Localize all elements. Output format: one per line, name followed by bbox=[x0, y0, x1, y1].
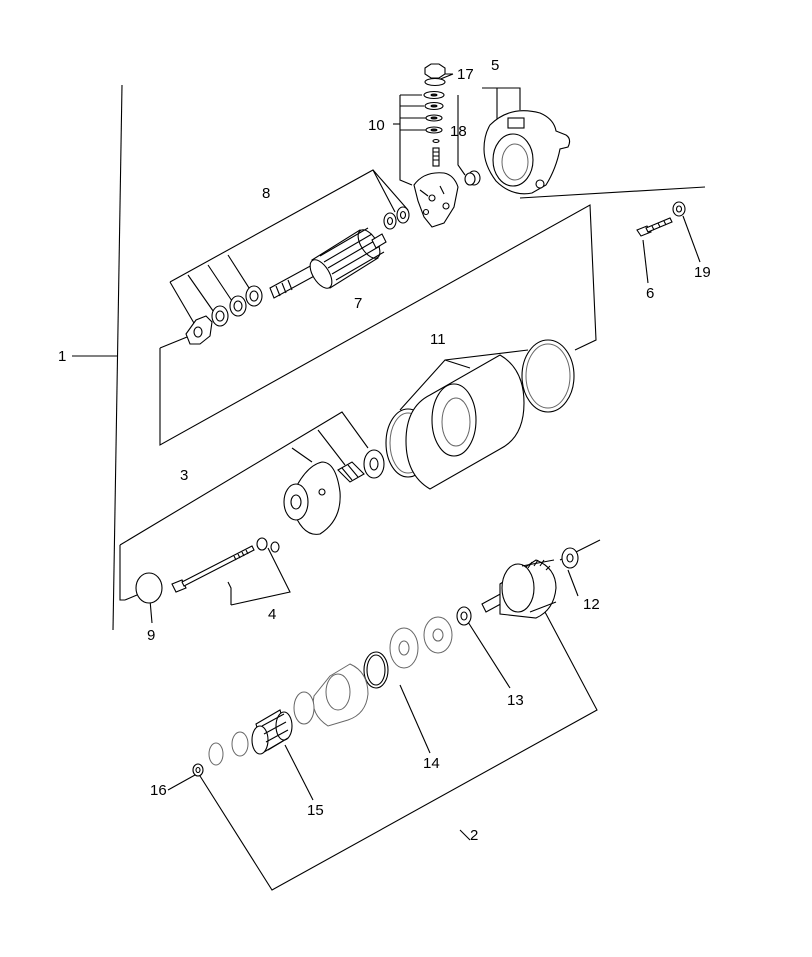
callout-15: 15 bbox=[307, 802, 324, 819]
part-11-yoke-and-orings bbox=[385, 339, 575, 490]
part-9-cap bbox=[124, 572, 163, 604]
callout-12: 12 bbox=[583, 596, 600, 613]
callout-3: 3 bbox=[180, 467, 189, 484]
part-6-bolt bbox=[636, 217, 673, 237]
callout-16: 16 bbox=[150, 782, 167, 799]
part-5-end-housing bbox=[483, 110, 571, 195]
callout-11: 11 bbox=[430, 331, 446, 348]
part-brush-holder-plate bbox=[413, 172, 459, 228]
callout-19: 19 bbox=[694, 264, 711, 281]
part-19-washer bbox=[672, 201, 686, 217]
callout-13: 13 bbox=[507, 692, 524, 709]
part-7-armature bbox=[269, 227, 387, 299]
callout-14: 14 bbox=[423, 755, 440, 772]
part-3-front-bracket bbox=[283, 449, 385, 535]
callout-18: 18 bbox=[450, 123, 467, 140]
callout-6: 6 bbox=[646, 285, 655, 302]
callout-17: 17 bbox=[457, 66, 474, 83]
part-2-drive-assembly bbox=[192, 559, 557, 777]
callout-7: 7 bbox=[354, 295, 363, 312]
callout-2: 2 bbox=[470, 827, 479, 844]
callout-1: 1 bbox=[58, 348, 67, 365]
leader-lines bbox=[72, 73, 706, 891]
callout-10: 10 bbox=[368, 117, 385, 134]
callout-4: 4 bbox=[268, 606, 277, 623]
part-4-through-bolt bbox=[171, 537, 280, 593]
part-18-bushing bbox=[464, 170, 481, 186]
part-17-nut-and-washer bbox=[424, 63, 446, 87]
callout-9: 9 bbox=[147, 627, 156, 644]
callout-5: 5 bbox=[491, 57, 500, 74]
part-8-armature-washers bbox=[185, 206, 410, 345]
part-12-washer bbox=[561, 547, 579, 569]
part-10-washer-stack bbox=[423, 90, 445, 167]
callout-8: 8 bbox=[262, 185, 271, 202]
